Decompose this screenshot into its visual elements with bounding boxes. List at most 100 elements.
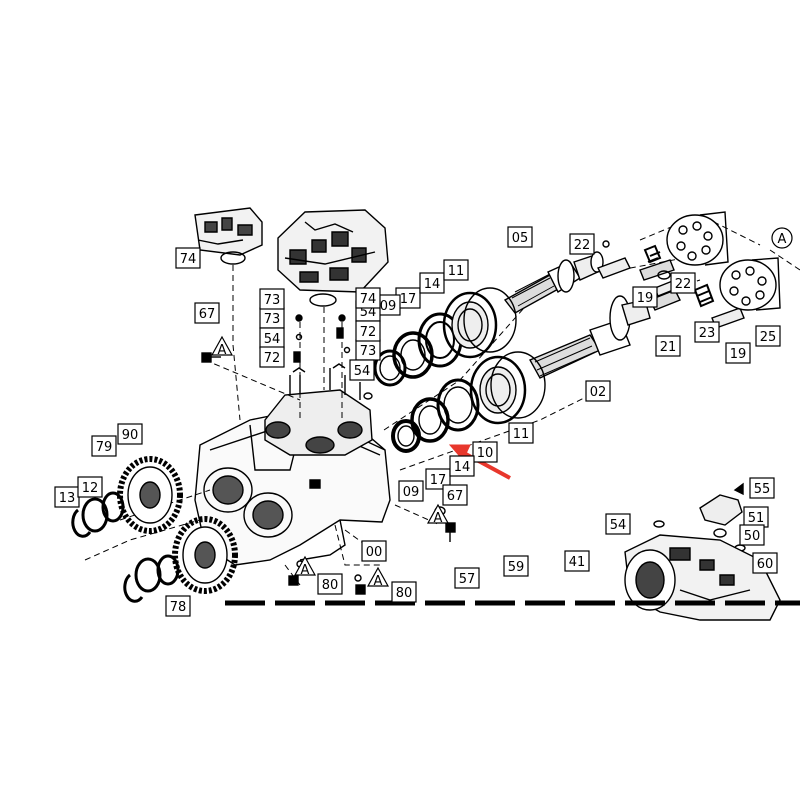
part-label-51: 51 (743, 506, 769, 528)
part-label-73: 73 (355, 339, 381, 361)
part-label-a: A (293, 555, 317, 578)
part-label-23: 23 (694, 321, 720, 343)
part-label-text: A (301, 563, 310, 578)
part-label-text: 10 (477, 446, 494, 461)
part-label-text: 05 (512, 231, 529, 246)
part-label-text: 21 (660, 340, 677, 355)
part-label-text: A (374, 574, 383, 589)
part-label-text: 79 (96, 440, 113, 455)
shaft-lower (529, 295, 651, 379)
part-label-text: 02 (590, 385, 607, 400)
part-label-54: 54 (349, 359, 375, 381)
part-label-text: 13 (59, 491, 76, 506)
manifold (264, 363, 373, 456)
part-label-11: 11 (508, 422, 534, 444)
valve-block-small (194, 207, 263, 256)
part-label-text: 19 (730, 347, 747, 362)
part-label-text: 00 (366, 545, 383, 560)
part-label-00: 00 (361, 540, 387, 562)
bolt-67-right (445, 522, 456, 542)
part-label-a: A (771, 227, 793, 249)
part-label-54: 54 (605, 513, 631, 535)
cylinder-block-lower (719, 257, 781, 311)
part-label-a: A (426, 503, 450, 526)
part-label-a: A (366, 566, 390, 589)
part-label-text: A (434, 511, 443, 526)
part-label-text: 73 (264, 312, 281, 327)
part-label-22: 22 (670, 272, 696, 294)
part-label-02: 02 (585, 380, 611, 402)
part-label-14: 14 (419, 272, 445, 294)
part-label-12: 12 (77, 476, 103, 498)
part-label-text: 14 (424, 277, 441, 292)
part-label-text: 09 (380, 299, 397, 314)
part-label-text: 80 (322, 578, 339, 593)
part-label-text: 55 (754, 482, 771, 497)
part-label-72: 72 (259, 346, 285, 368)
part-label-text: 90 (122, 428, 139, 443)
part-label-text: A (218, 343, 227, 358)
part-label-text: 23 (699, 326, 716, 341)
bolt-80-right (355, 584, 366, 595)
part-label-90: 90 (117, 423, 143, 445)
part-label-text: 73 (264, 293, 281, 308)
valve-block-large (277, 209, 389, 293)
part-label-text: 57 (459, 572, 476, 587)
part-label-text: 67 (199, 307, 216, 322)
part-label-text: 12 (82, 481, 99, 496)
part-label-67: 67 (442, 484, 468, 506)
part-label-text: 19 (637, 291, 654, 306)
part-label-21: 21 (655, 335, 681, 357)
part-label-50: 50 (739, 524, 765, 546)
shaft-upper (503, 251, 604, 314)
part-label-60: 60 (752, 552, 778, 574)
part-label-11: 11 (443, 259, 469, 281)
part-label-text: 72 (360, 325, 377, 340)
part-label-text: 80 (396, 586, 413, 601)
part-label-text: 78 (170, 600, 187, 615)
end-housing (624, 534, 781, 621)
part-label-text: 51 (748, 511, 765, 526)
part-label-text: 60 (757, 557, 774, 572)
part-label-text: 25 (760, 330, 777, 345)
part-label-text: 73 (360, 344, 377, 359)
part-label-a: A (210, 335, 234, 358)
part-label-text: 50 (744, 529, 761, 544)
part-label-text: 17 (430, 473, 447, 488)
part-label-text: 09 (403, 485, 420, 500)
part-label-text: 14 (454, 460, 471, 475)
part-label-text: 74 (360, 292, 377, 307)
part-label-25: 25 (755, 325, 781, 347)
part-label-72: 72 (355, 320, 381, 342)
part-label-67: 67 (194, 302, 220, 324)
part-label-74: 74 (355, 287, 381, 309)
part-label-74: 74 (175, 247, 201, 269)
part-label-59: 59 (503, 555, 529, 577)
part-label-78: 78 (165, 595, 191, 617)
part-label-09: 09 (398, 480, 424, 502)
part-label-text: 22 (675, 277, 692, 292)
part-label-14: 14 (449, 455, 475, 477)
part-label-79: 79 (91, 435, 117, 457)
part-label-text: 54 (354, 364, 371, 379)
bearing-upper (442, 287, 517, 359)
part-label-73: 73 (259, 307, 285, 329)
part-label-22: 22 (569, 233, 595, 255)
part-label-05: 05 (507, 226, 533, 248)
part-label-text: 54 (360, 305, 377, 320)
part-label-text: 67 (447, 489, 464, 504)
part-label-text: 54 (610, 518, 627, 533)
bolt-67-left (201, 352, 221, 363)
part-label-text: 74 (180, 252, 197, 267)
part-label-54: 54 (259, 327, 285, 349)
part-label-10: 10 (472, 441, 498, 463)
bearing-lower (469, 351, 546, 425)
part-label-41: 41 (564, 550, 590, 572)
part-label-text: 17 (400, 292, 417, 307)
part-label-text: 59 (508, 560, 525, 575)
part-label-text: 72 (264, 351, 281, 366)
part-label-19: 19 (632, 286, 658, 308)
part-label-13: 13 (54, 486, 80, 508)
